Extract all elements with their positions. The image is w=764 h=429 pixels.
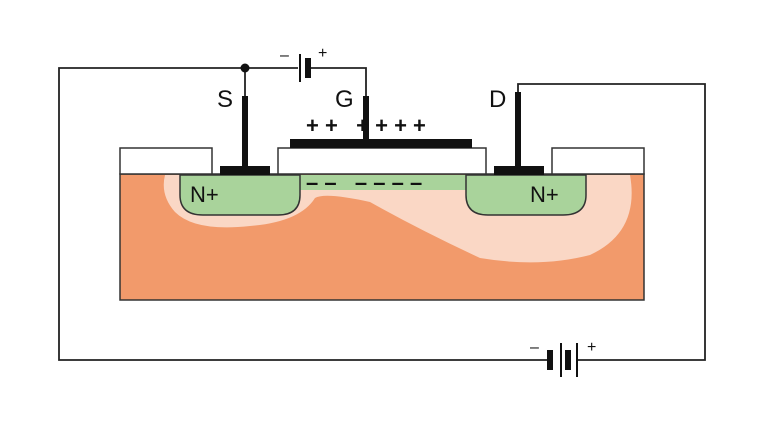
drain-label: D: [489, 86, 506, 113]
gate-metal: [290, 139, 472, 148]
oxide-left: [119, 147, 213, 175]
n-plus-left-label: N+: [190, 182, 219, 207]
source-contact: [220, 166, 270, 175]
source-junction-dot: [240, 63, 250, 73]
drain-contact: [494, 166, 544, 175]
n-plus-left-region: [179, 174, 301, 216]
drain-battery-icon: [547, 343, 578, 377]
drain-battery-minus: –: [530, 339, 539, 356]
oxide-right: [551, 147, 645, 175]
n-channel: [300, 175, 468, 190]
drain-battery-plus: +: [587, 339, 596, 356]
gate-battery-icon: [299, 54, 311, 82]
n-plus-right-region: [465, 174, 587, 216]
n-plus-right-label: N+: [530, 182, 559, 207]
gate-label: G: [335, 86, 354, 113]
source-label: S: [217, 86, 233, 113]
gate-battery-minus: –: [280, 47, 289, 64]
gate-battery-plus: +: [318, 45, 327, 62]
channel-charges: – – – – – –: [306, 170, 422, 195]
gate-charges: + + + + + +: [306, 113, 426, 138]
